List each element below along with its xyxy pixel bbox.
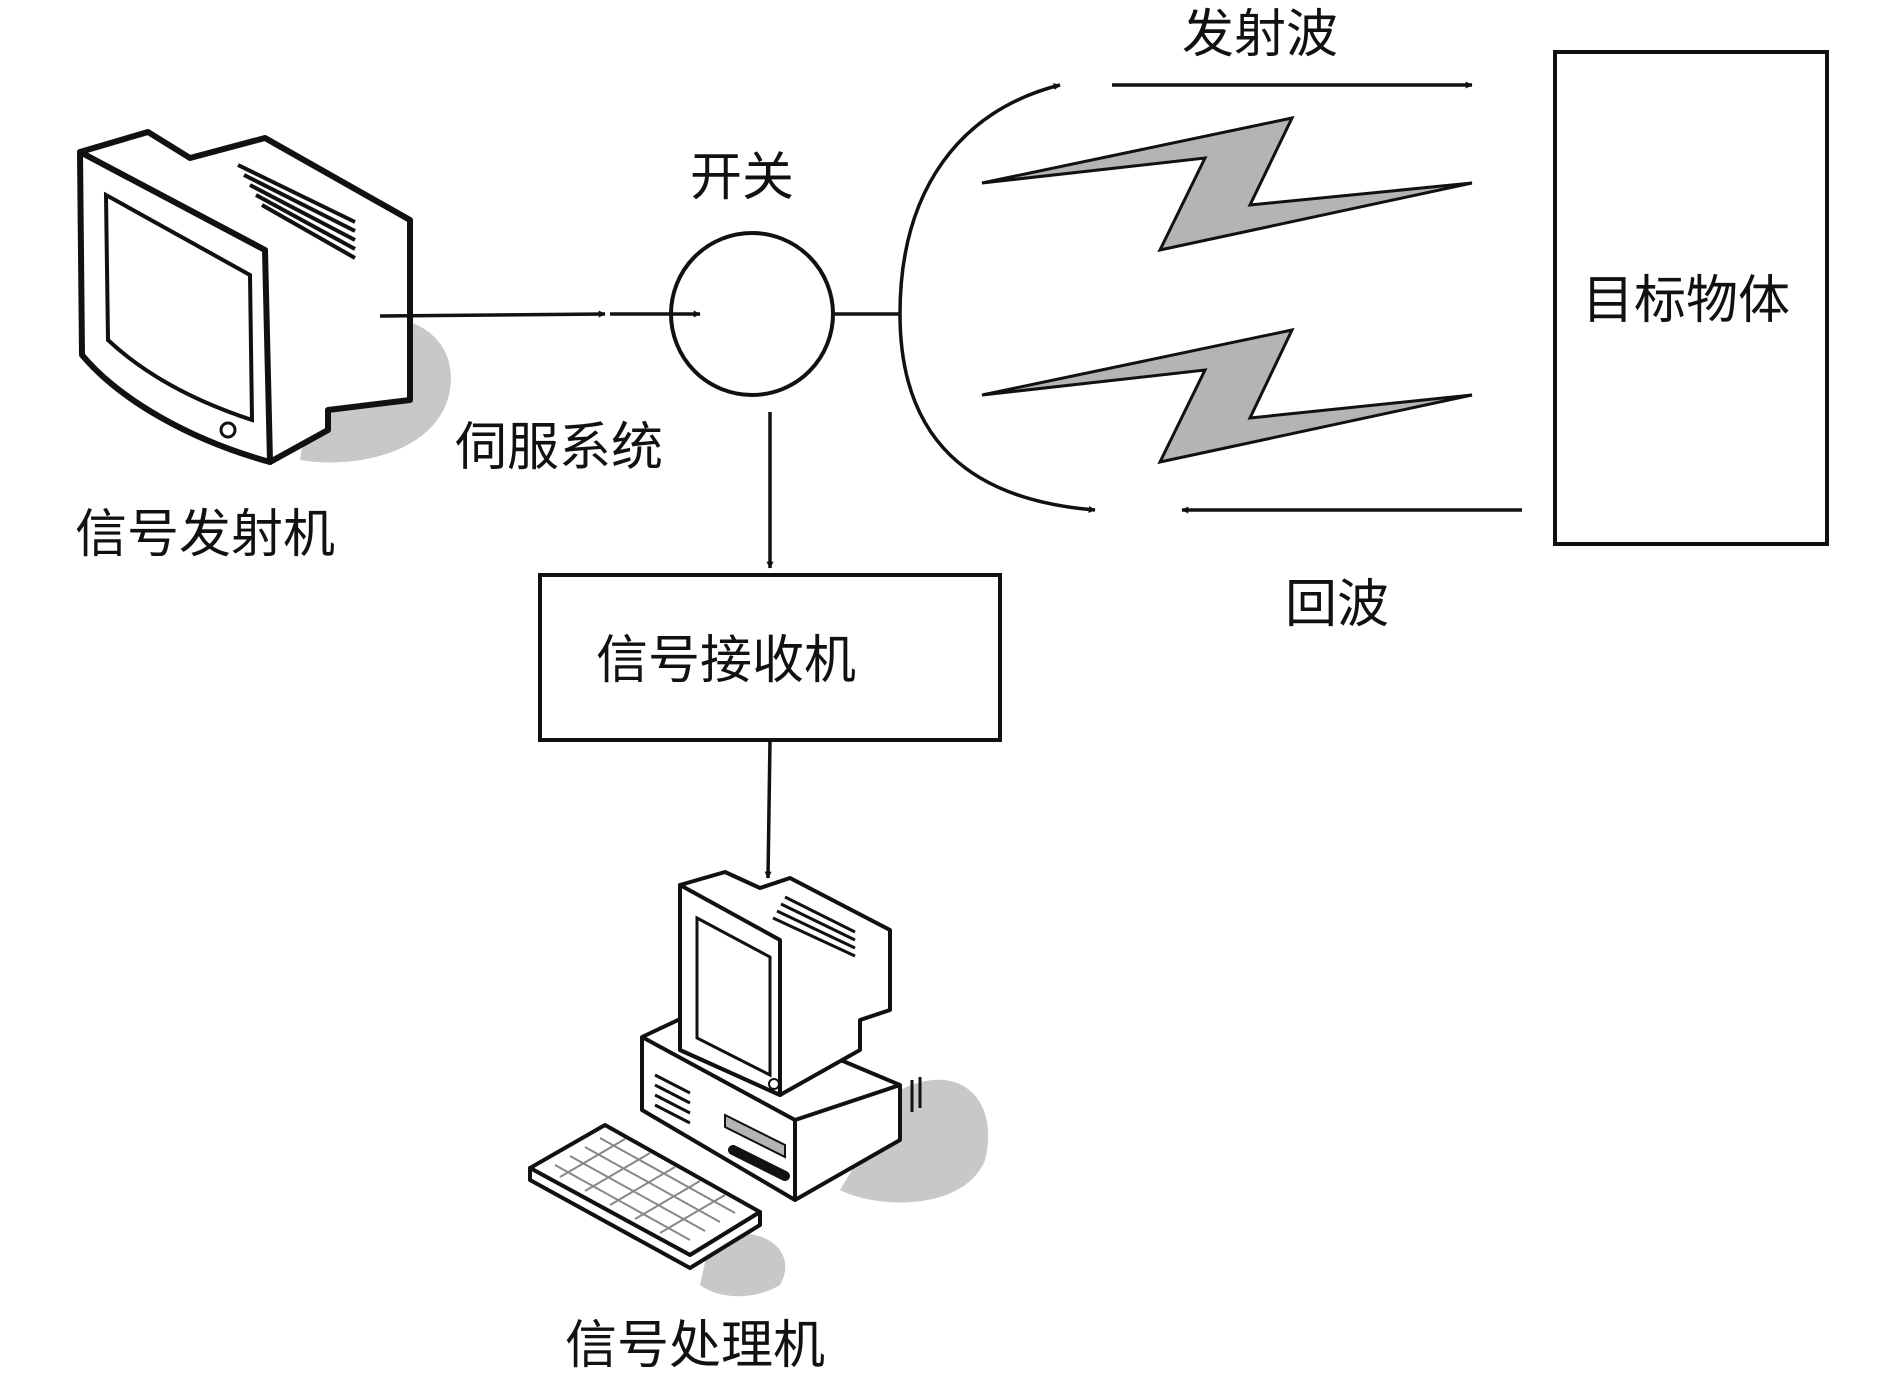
arc-to-transmit-wave bbox=[898, 83, 1061, 315]
echo-label: 回波 bbox=[1285, 575, 1389, 635]
transmit-wave-label: 发射波 bbox=[1182, 5, 1338, 65]
processor-label: 信号处理机 bbox=[565, 1316, 825, 1375]
target-label: 目标物体 bbox=[1582, 271, 1790, 331]
computer-screen bbox=[695, 915, 772, 1078]
switch-label: 开关 bbox=[690, 148, 794, 208]
arc-from-echo bbox=[898, 313, 1096, 513]
target-box bbox=[1553, 50, 1829, 546]
disk-slot-icon bbox=[728, 1145, 790, 1181]
receiver-label: 信号接收机 bbox=[596, 631, 856, 691]
case-vent-icon bbox=[654, 1073, 691, 1125]
drive-bay-icon bbox=[724, 1113, 786, 1159]
arrow-receiver-to-processor bbox=[764, 739, 772, 879]
transmitter-label: 信号发射机 bbox=[75, 505, 335, 565]
desktop-computer-icon bbox=[528, 870, 989, 1297]
side-vent-icon bbox=[910, 1077, 922, 1112]
keyboard-icon bbox=[528, 1123, 762, 1270]
monitor-power-icon bbox=[768, 1078, 780, 1090]
vent-icon bbox=[237, 163, 356, 260]
servo-label: 伺服系统 bbox=[455, 418, 663, 478]
switch-circle bbox=[669, 231, 835, 397]
power-button-icon bbox=[219, 421, 237, 439]
wave-bolt-upper bbox=[981, 115, 1473, 253]
monitor-vent-icon bbox=[772, 895, 856, 958]
crt-monitor-icon bbox=[77, 129, 451, 465]
wave-bolt-lower bbox=[981, 327, 1473, 465]
arrow-transmitter-to-switch bbox=[379, 310, 606, 318]
computer-shadow bbox=[840, 1079, 989, 1203]
monitor-screen bbox=[103, 191, 255, 423]
